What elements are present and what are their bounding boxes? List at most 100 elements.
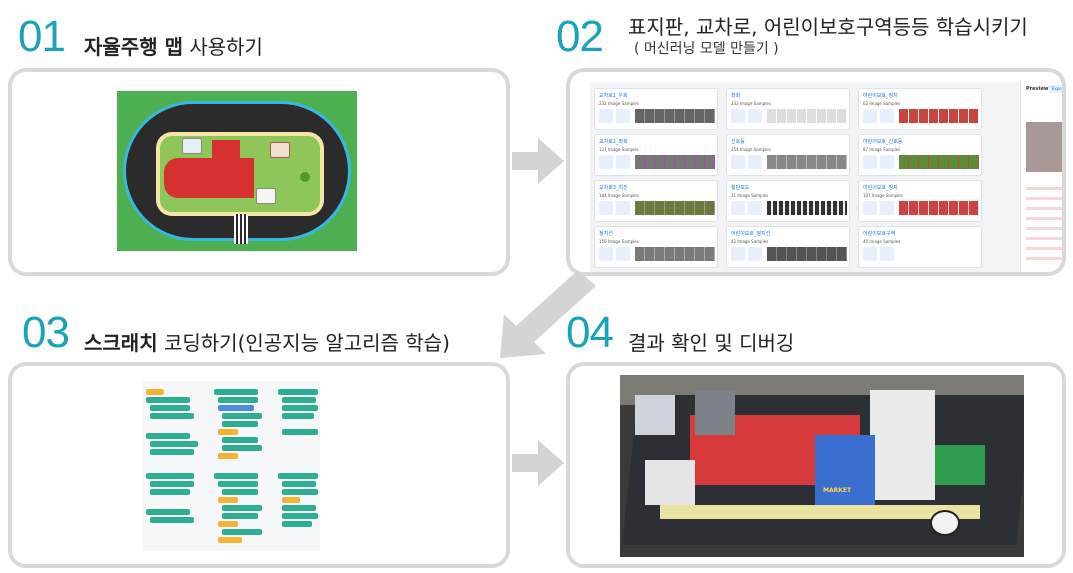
- upload-button[interactable]: [616, 247, 630, 261]
- webcam-button[interactable]: [863, 155, 877, 169]
- webcam-preview: [1026, 122, 1062, 172]
- robot-car: [930, 510, 960, 536]
- class-name[interactable]: 어린이보호_정지선: [731, 231, 771, 237]
- sample-count: 232 Image Samples: [599, 101, 639, 106]
- class-card: 어린이보호_신호등 87 Image Samples: [858, 134, 982, 176]
- sample-thumbnails: [767, 201, 847, 215]
- sample-thumbnails: [635, 155, 715, 169]
- webcam-button[interactable]: [731, 201, 745, 215]
- class-name[interactable]: 정지선: [599, 231, 613, 237]
- webcam-button[interactable]: [863, 247, 877, 261]
- class-name[interactable]: 횡단보도: [731, 185, 750, 191]
- sample-count: 40 Image Samples: [863, 239, 901, 244]
- class-name[interactable]: 어린이보호구역: [863, 231, 896, 237]
- code-block: [222, 445, 262, 451]
- scratch-code-blocks: [142, 381, 320, 551]
- map-crosswalk: [234, 214, 248, 244]
- step-3-title: 스크래치 코딩하기(인공지능 알고리즘 학습): [84, 327, 450, 356]
- arrow-right-icon: [512, 440, 564, 486]
- code-block: [146, 389, 164, 395]
- upload-button[interactable]: [880, 109, 894, 123]
- webcam-button[interactable]: [599, 247, 613, 261]
- sample-thumbnails: [767, 109, 847, 123]
- sample-thumbnails: [635, 201, 715, 215]
- photo-yellow-border: [660, 505, 980, 519]
- panel-map: [8, 68, 510, 276]
- sample-count: 121 Image Samples: [599, 147, 639, 152]
- step-2-subtitle: ( 머신러닝 모델 만들기 ): [634, 41, 779, 57]
- photo-building: [695, 390, 735, 435]
- sample-count: 156 Image Samples: [599, 239, 639, 244]
- upload-button[interactable]: [748, 155, 762, 169]
- market-sign: MARKET: [823, 487, 852, 494]
- sample-count: 21 Image Samples: [731, 193, 769, 198]
- class-name[interactable]: 교차로3_직진: [599, 185, 628, 191]
- step-1-number: 01: [18, 12, 66, 61]
- step-4-title-rest: 결과 확인 및 디버깅: [628, 331, 795, 355]
- class-card: 좌회 232 Image Samples: [726, 88, 850, 130]
- photo-building: [635, 395, 675, 435]
- class-name[interactable]: 신호등: [731, 139, 745, 145]
- class-card: 횡단보도 21 Image Samples: [726, 180, 850, 222]
- code-block: [146, 397, 190, 403]
- code-block: [282, 429, 318, 435]
- code-block: [282, 489, 318, 495]
- code-block: [222, 437, 258, 443]
- road-track: [123, 101, 351, 244]
- sample-thumbnails: [635, 109, 715, 123]
- result-photo: MARKET: [620, 375, 1024, 557]
- code-block: [278, 473, 318, 479]
- class-card: 신호등 254 Image Samples: [726, 134, 850, 176]
- class-name[interactable]: 교차로1_우회: [599, 93, 628, 99]
- class-name[interactable]: 어린이보호_정지: [863, 185, 898, 191]
- sample-count: 42 Image Samples: [731, 239, 769, 244]
- webcam-button[interactable]: [731, 109, 745, 123]
- upload-button[interactable]: [616, 201, 630, 215]
- webcam-button[interactable]: [863, 109, 877, 123]
- code-block: [150, 413, 194, 419]
- step-2-number: 02: [556, 12, 604, 61]
- code-block: [146, 473, 194, 479]
- class-card: 어린이보호구역 40 Image Samples: [858, 226, 982, 268]
- class-name[interactable]: 어린이보호_정지: [863, 93, 898, 99]
- upload-button[interactable]: [748, 247, 762, 261]
- upload-button[interactable]: [616, 109, 630, 123]
- code-block: [282, 397, 316, 403]
- panel-ml-model: 교차로1_우회 232 Image Samples 좌회 232 Image S…: [566, 68, 1066, 276]
- webcam-button[interactable]: [599, 155, 613, 169]
- webcam-button[interactable]: [731, 247, 745, 261]
- code-block: [218, 537, 242, 543]
- sample-count: 62 Image Samples: [863, 101, 901, 106]
- export-model-button[interactable]: Export Model: [1049, 85, 1062, 93]
- upload-button[interactable]: [880, 155, 894, 169]
- arrow-right-icon: [512, 138, 564, 184]
- webcam-button[interactable]: [599, 109, 613, 123]
- webcam-button[interactable]: [863, 201, 877, 215]
- upload-button[interactable]: [880, 247, 894, 261]
- webcam-button[interactable]: [731, 155, 745, 169]
- map-grass: [160, 136, 320, 212]
- code-block: [282, 521, 312, 527]
- upload-button[interactable]: [748, 201, 762, 215]
- sample-count: 254 Image Samples: [731, 147, 771, 152]
- sample-thumbnails: [767, 247, 847, 261]
- code-block: [278, 389, 318, 395]
- code-block: [218, 497, 238, 503]
- step-1-title-bold: 자율주행 맵: [84, 35, 183, 59]
- webcam-button[interactable]: [599, 201, 613, 215]
- arrow-down-left-icon: [500, 270, 596, 358]
- step-3-number: 03: [22, 308, 70, 357]
- upload-button[interactable]: [880, 201, 894, 215]
- map-tree: [300, 172, 310, 182]
- step-1-title: 자율주행 맵 사용하기: [84, 31, 263, 60]
- class-name[interactable]: 교차로2_좌회: [599, 139, 628, 145]
- code-block: [150, 481, 194, 487]
- upload-button[interactable]: [616, 155, 630, 169]
- panel-result: MARKET: [566, 362, 1066, 568]
- class-name[interactable]: 좌회: [731, 93, 741, 99]
- upload-button[interactable]: [748, 109, 762, 123]
- code-block: [222, 413, 262, 419]
- code-block: [150, 517, 194, 523]
- class-name[interactable]: 어린이보호_신호등: [863, 139, 903, 145]
- preview-panel: Preview Export Model: [1020, 82, 1062, 272]
